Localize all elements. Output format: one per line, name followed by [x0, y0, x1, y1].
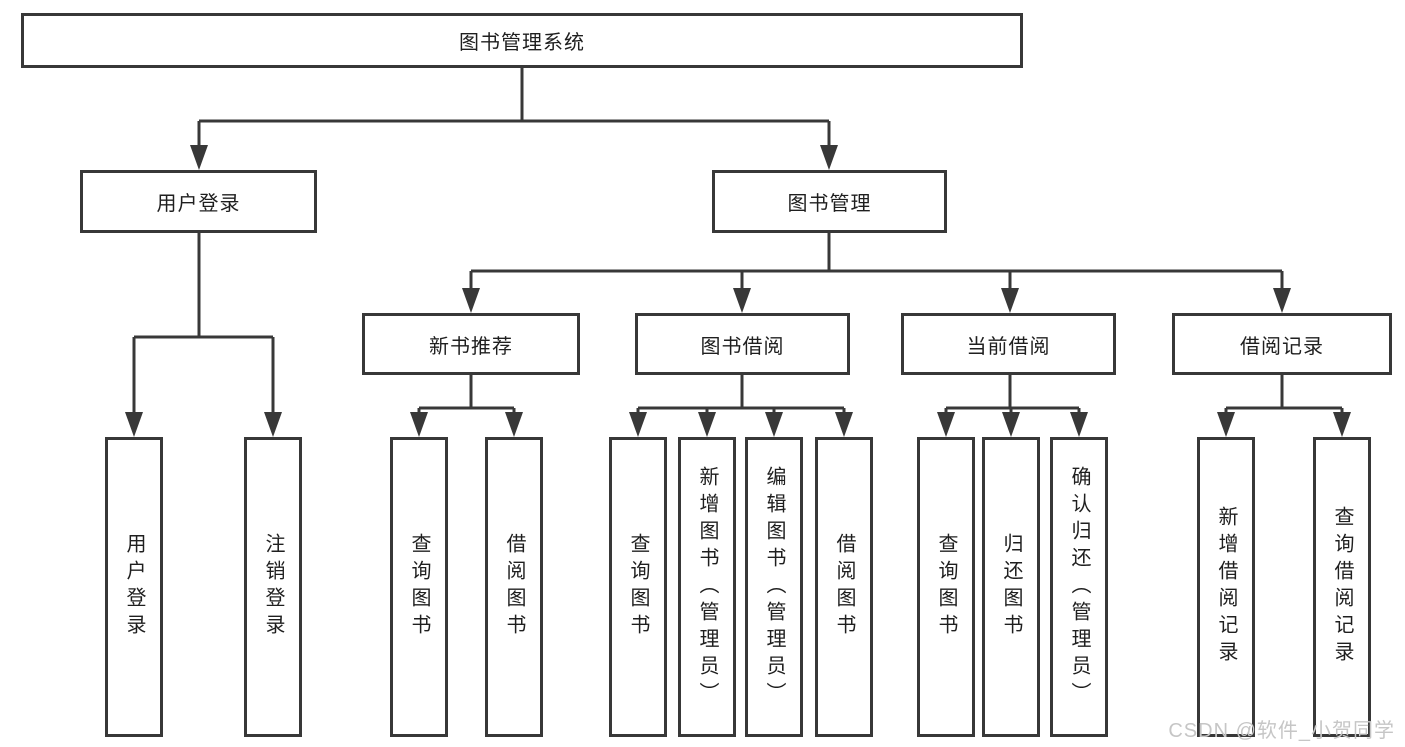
arrowhead-icon [1002, 412, 1020, 437]
leaf-borrow-books-recommend: 借阅图书 [485, 437, 543, 737]
leaf-query-borrow-record: 查询借阅记录 [1313, 437, 1371, 737]
connector-book-borrow [629, 373, 853, 437]
leaf-query-books-recommend: 查询图书 [390, 437, 448, 737]
watermark: CSDN @软件_小贺同学 [1168, 720, 1395, 742]
arrowhead-icon [937, 412, 955, 437]
leaf-logout: 注销登录 [244, 437, 302, 737]
arrowhead-icon [264, 412, 282, 437]
arrowhead-icon [462, 288, 480, 313]
arrowhead-icon [1001, 288, 1019, 313]
leaf-query-books-current: 查询图书 [917, 437, 975, 737]
connector-line [469, 231, 1284, 291]
connector-current-borrow [937, 373, 1088, 437]
arrowhead-icon [733, 288, 751, 313]
arrowhead-icon [410, 412, 428, 437]
connector-borrow-records [1217, 373, 1351, 437]
arrowhead-icon [1217, 412, 1235, 437]
connector-line [636, 373, 846, 414]
connector-line [132, 231, 275, 414]
connector-new-book-recommend [410, 373, 523, 437]
leaf-add-borrow-record: 新增借阅记录 [1197, 437, 1255, 737]
node-library-system: 图书管理系统 [21, 13, 1023, 68]
connector-line [417, 373, 516, 414]
arrowhead-icon [835, 412, 853, 437]
connector-root [190, 66, 838, 170]
connector-line [197, 66, 831, 147]
arrowhead-icon [1070, 412, 1088, 437]
node-user-login: 用户登录 [80, 170, 317, 233]
leaf-return-books: 归还图书 [982, 437, 1040, 737]
arrowhead-icon [1273, 288, 1291, 313]
connector-user-login [125, 231, 282, 437]
connector-book-management [462, 231, 1291, 313]
arrowhead-icon [505, 412, 523, 437]
node-current-borrow: 当前借阅 [901, 313, 1116, 375]
connector-line [944, 373, 1081, 414]
connector-line [1224, 373, 1344, 414]
leaf-confirm-return-admin: 确认归还（管理员） [1050, 437, 1108, 737]
arrowhead-icon [1333, 412, 1351, 437]
arrowhead-icon [190, 145, 208, 170]
arrowhead-icon [765, 412, 783, 437]
node-borrow-records: 借阅记录 [1172, 313, 1392, 375]
leaf-user-login: 用户登录 [105, 437, 163, 737]
node-new-book-recommend: 新书推荐 [362, 313, 580, 375]
arrowhead-icon [629, 412, 647, 437]
arrowhead-icon [820, 145, 838, 170]
arrowhead-icon [125, 412, 143, 437]
leaf-borrow-books: 借阅图书 [815, 437, 873, 737]
node-book-borrow: 图书借阅 [635, 313, 850, 375]
leaf-edit-books-admin: 编辑图书（管理员） [745, 437, 803, 737]
leaf-query-books-borrow: 查询图书 [609, 437, 667, 737]
node-book-management: 图书管理 [712, 170, 947, 233]
arrowhead-icon [698, 412, 716, 437]
leaf-add-books-admin: 新增图书（管理员） [678, 437, 736, 737]
